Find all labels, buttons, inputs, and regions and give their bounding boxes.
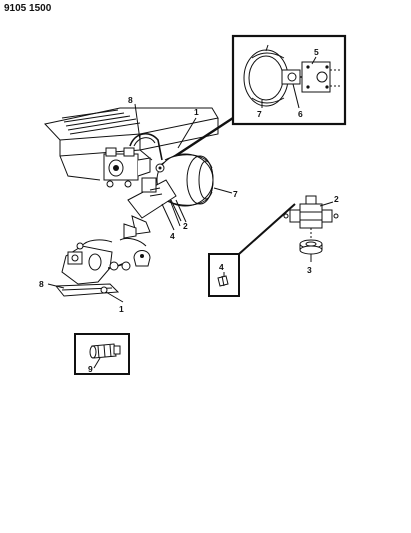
callout-5: 5 xyxy=(314,47,319,57)
inset-part-4: 4 xyxy=(208,203,296,297)
callout-9: 9 xyxy=(88,364,93,374)
inset-booster-detail: 5 6 7 xyxy=(231,34,347,126)
vacuum-hose-top xyxy=(129,133,163,161)
main-engine-assembly: 1 8 2 4 7 xyxy=(44,95,238,241)
callout-8-top: 8 xyxy=(128,95,133,105)
callout-1-bottom: 1 xyxy=(119,304,124,314)
box-4-pointer-line xyxy=(238,203,296,255)
callout-8-bottom: 8 xyxy=(39,279,44,289)
callout-6: 6 xyxy=(298,109,303,119)
callout-2-main: 2 xyxy=(183,221,188,231)
callout-4-main: 4 xyxy=(170,231,175,241)
callout-2-right: 2 xyxy=(334,194,339,204)
check-valve-assembly: 2 3 xyxy=(283,194,339,275)
callout-1-top: 1 xyxy=(194,107,199,117)
diagram-code: 9105 1500 xyxy=(4,3,52,14)
throttle-body xyxy=(103,147,151,188)
master-cylinder xyxy=(123,177,187,239)
callout-7-inset: 7 xyxy=(257,109,262,119)
lower-throttle-assembly: 8 1 xyxy=(39,237,151,314)
callout-3: 3 xyxy=(307,265,312,275)
callout-4-box: 4 xyxy=(219,262,224,272)
callout-7-main: 7 xyxy=(233,189,238,199)
inset-part-9: 9 xyxy=(74,333,130,375)
